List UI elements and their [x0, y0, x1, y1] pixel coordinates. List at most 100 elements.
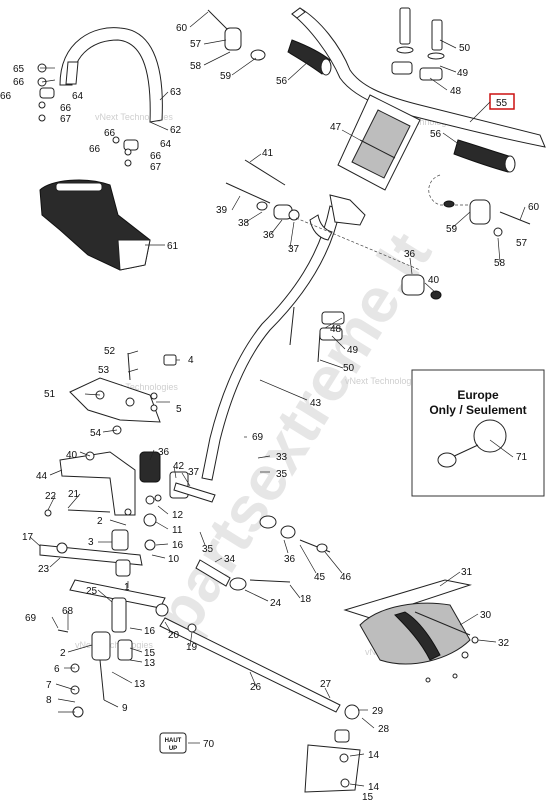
- callout: 64: [72, 91, 84, 102]
- callout: 60: [176, 23, 188, 34]
- throttle-parts-top: [207, 9, 266, 61]
- badge-line2: UP: [169, 746, 177, 752]
- callout: 37: [188, 467, 200, 478]
- callout: 66: [60, 103, 72, 114]
- callout: 2: [60, 648, 66, 659]
- callout: 37: [288, 244, 300, 255]
- callout: 53: [98, 365, 110, 376]
- callout: 57: [516, 238, 528, 249]
- callout: 5: [176, 404, 182, 415]
- callout: 70: [203, 739, 215, 750]
- boot-assembly: [343, 579, 479, 683]
- callout: 13: [134, 679, 146, 690]
- horn-illustration: [437, 419, 507, 468]
- callout: 40: [66, 450, 78, 461]
- callout: 3: [88, 537, 94, 548]
- watermark-company-4: vNext Technologies: [75, 640, 153, 650]
- callout: 13: [144, 658, 156, 669]
- callout: 11: [172, 525, 183, 536]
- callout: 25: [86, 586, 98, 597]
- cover: [39, 179, 151, 271]
- callout: 19: [186, 642, 198, 653]
- callout-55: 55: [496, 98, 508, 109]
- callout: 52: [104, 346, 116, 357]
- callout: 32: [498, 638, 510, 649]
- watermark-site-text: partsextreme.lt: [141, 220, 445, 647]
- callout: 23: [38, 564, 50, 575]
- bracket-51: [69, 352, 177, 435]
- tie-rod-26: [155, 603, 360, 743]
- callout: 45: [314, 572, 326, 583]
- callout: 26: [250, 682, 262, 693]
- callout: 2: [97, 516, 103, 527]
- callout: 71: [516, 452, 528, 463]
- callout: 15: [144, 648, 156, 659]
- callout: 33: [276, 452, 288, 463]
- bracket-44: [59, 451, 216, 516]
- watermark-company-2: vNext Technologies: [100, 382, 178, 392]
- callout: 28: [378, 724, 390, 735]
- callout: 69: [252, 432, 264, 443]
- callout: 63: [170, 87, 182, 98]
- inset-box: Europe Only / Seulement: [411, 369, 545, 497]
- handlebar-pad: [337, 94, 421, 191]
- callout: 68: [62, 606, 74, 617]
- right-grip: [453, 139, 516, 173]
- callout: 24: [270, 598, 282, 609]
- callout: 49: [457, 68, 469, 79]
- callout: 27: [320, 679, 332, 690]
- callout-55-box: [489, 93, 515, 110]
- callout: 48: [450, 86, 462, 97]
- leader-lines: [29, 11, 526, 787]
- callout: 50: [459, 43, 471, 54]
- callout: 59: [220, 71, 232, 82]
- callout: 15: [362, 792, 374, 800]
- callout: 62: [170, 125, 182, 136]
- callout: 57: [190, 39, 202, 50]
- callout: 60: [528, 202, 540, 213]
- callout: 42: [173, 461, 185, 472]
- callout: 30: [480, 610, 492, 621]
- inset-title-2: Only / Seulement: [429, 403, 526, 417]
- callout: 20: [168, 630, 180, 641]
- callout: 39: [216, 205, 228, 216]
- callout: 16: [172, 540, 184, 551]
- callout: 56: [430, 129, 442, 140]
- callout: 43: [310, 398, 322, 409]
- callout: 31: [461, 567, 473, 578]
- callout: 56: [276, 76, 288, 87]
- callout: 29: [372, 706, 384, 717]
- callout: 35: [202, 544, 214, 555]
- ball-joint-45: [259, 515, 331, 553]
- callout: 65: [13, 64, 25, 75]
- watermark-company-3: vNext Technologies: [345, 376, 423, 386]
- callout: 51: [44, 389, 56, 400]
- inset-title-1: Europe: [457, 388, 499, 402]
- callout: 36: [284, 554, 296, 565]
- callout: 59: [446, 224, 458, 235]
- loop-handle: [59, 27, 163, 123]
- callout: 10: [168, 554, 180, 565]
- callout: 58: [494, 258, 506, 269]
- callout: 66: [13, 77, 25, 88]
- callout: 66: [0, 91, 12, 102]
- callout: 17: [22, 532, 34, 543]
- steering-column: [201, 194, 366, 481]
- callout: 58: [190, 61, 202, 72]
- callout: 69: [25, 613, 37, 624]
- tie-rod-34: [195, 559, 291, 591]
- callout: 1: [124, 582, 130, 593]
- callout: 54: [90, 428, 102, 439]
- callout: 9: [122, 703, 128, 714]
- callout: 35: [276, 469, 288, 480]
- spindle-lower: [304, 744, 361, 793]
- lower-linkage: [39, 495, 166, 609]
- badge-line1: HAUT: [165, 738, 182, 744]
- haut-up-badge: HAUT UP: [159, 732, 187, 754]
- callout: 50: [343, 363, 355, 374]
- callout: 67: [60, 114, 72, 125]
- callout: 34: [224, 554, 236, 565]
- callout: 6: [54, 664, 60, 675]
- callout: 38: [238, 218, 250, 229]
